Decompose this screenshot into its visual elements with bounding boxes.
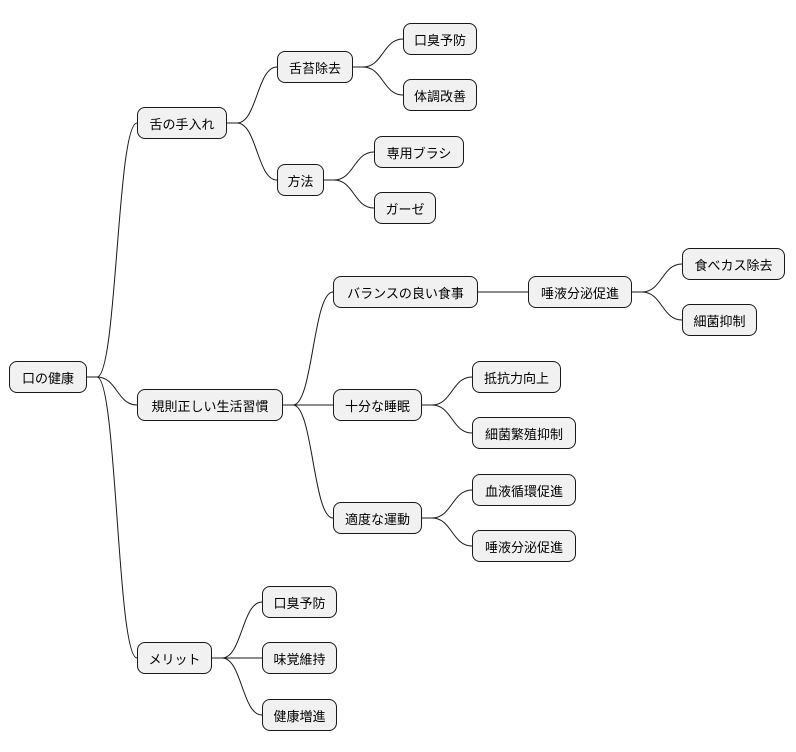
node-moderate-exercise: 適度な運動 (333, 502, 422, 534)
node-immunity-boost: 抵抗力向上 (472, 361, 561, 393)
edge-root-tongue (87, 122, 138, 378)
node-health-promotion: 健康増進 (262, 699, 337, 731)
edge-tongue-coating (227, 66, 278, 124)
node-saliva-secretion-2: 唾液分泌促進 (472, 530, 576, 562)
node-bacteria-suppression: 細菌抑制 (682, 304, 757, 336)
node-gauze: ガーゼ (374, 192, 436, 224)
edge-habits-diet (283, 291, 334, 406)
node-method: 方法 (277, 164, 324, 196)
edge-method-gauze (324, 179, 375, 209)
node-bad-breath-prevention-1: 口臭予防 (403, 23, 477, 55)
branch-tongue-care: 舌の手入れ (137, 107, 227, 139)
node-saliva-secretion-1: 唾液分泌促進 (528, 276, 632, 308)
root-node: 口の健康 (9, 361, 87, 393)
edge-tongue-method (227, 122, 278, 181)
node-taste-maintenance: 味覚維持 (262, 642, 337, 674)
node-bad-breath-prevention-2: 口臭予防 (262, 586, 337, 618)
edge-merits-breath (212, 601, 263, 659)
node-blood-circulation: 血液循環促進 (472, 474, 576, 506)
node-tongue-coating-removal: 舌苔除去 (277, 51, 353, 83)
node-sufficient-sleep: 十分な睡眠 (333, 389, 422, 421)
node-balanced-diet: バランスの良い食事 (333, 276, 478, 308)
edge-exercise-blood (422, 489, 473, 519)
edge-root-merits (87, 376, 138, 659)
edge-merits-health (212, 657, 263, 716)
edge-method-brush (324, 151, 375, 181)
branch-regular-habits: 規則正しい生活習慣 (137, 389, 283, 421)
node-dedicated-brush: 専用ブラシ (374, 136, 464, 168)
edge-habits-exercise (283, 404, 334, 519)
node-condition-improvement: 体調改善 (403, 79, 477, 111)
node-bacteria-growth-suppression: 細菌繁殖抑制 (472, 417, 576, 449)
branch-merits: メリット (137, 642, 212, 674)
edge-sleep-bacteria (422, 404, 473, 434)
edge-sleep-immunity (422, 376, 473, 406)
edge-coating-condition (353, 66, 404, 96)
edge-exercise-saliva (422, 517, 473, 547)
edge-root-habits (87, 376, 138, 406)
node-food-debris-removal: 食べカス除去 (682, 248, 785, 280)
edge-saliva-debris (632, 263, 683, 293)
edge-saliva-bacteria (632, 291, 683, 321)
edge-coating-breath (353, 38, 404, 68)
